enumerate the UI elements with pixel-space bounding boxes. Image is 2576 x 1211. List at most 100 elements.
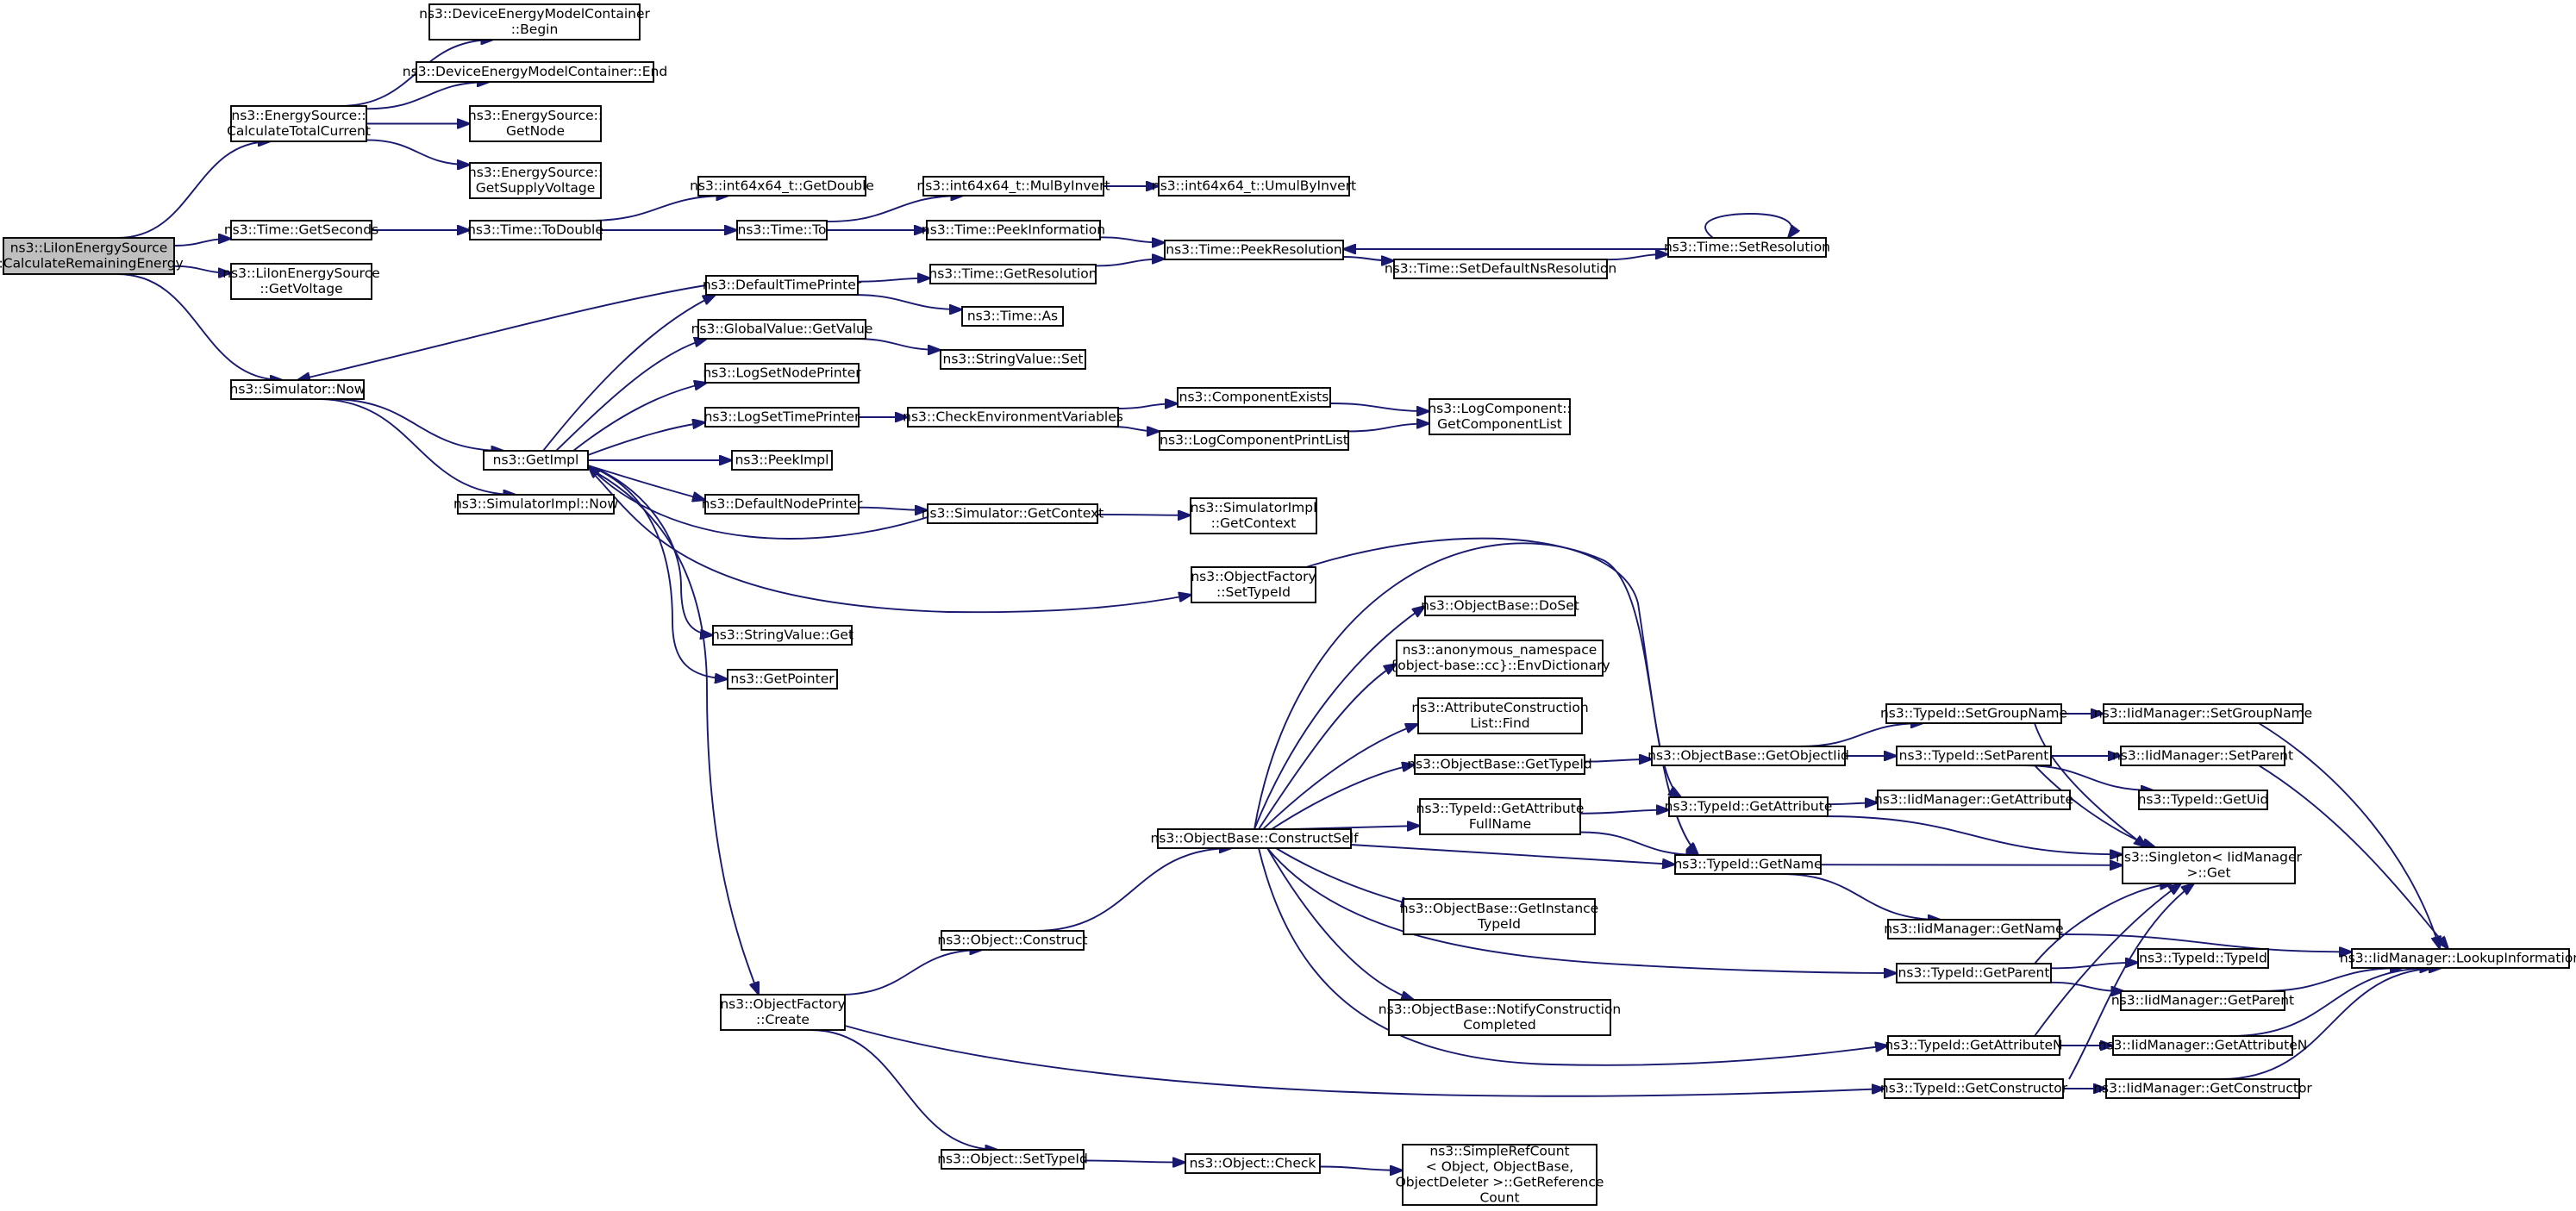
node-box <box>1896 746 2052 766</box>
node-box <box>1885 703 2062 724</box>
node-es_getsupply[interactable]: ns3::EnergySource::GetSupplyVoltage <box>468 162 603 199</box>
node-i64_mulbyinvert[interactable]: ns3::int64x64_t::MulByInvert <box>916 176 1110 197</box>
node-getpointer[interactable]: ns3::GetPointer <box>727 669 838 690</box>
node-of_settypeid[interactable]: ns3::ObjectFactory::SetTypeId <box>1191 566 1316 603</box>
edge-of_create-to-tid_getconstructor <box>844 1025 1885 1097</box>
node-logsetnodeprinter[interactable]: ns3::LogSetNodePrinter <box>703 363 861 384</box>
node-box <box>1185 1153 1321 1174</box>
node-time_peekinfo[interactable]: ns3::Time::PeekInformation <box>922 220 1105 240</box>
node-checkenv[interactable]: ns3::CheckEnvironmentVariables <box>903 407 1123 428</box>
node-ob_notifyconstruction[interactable]: ns3::ObjectBase::NotifyConstructionCompl… <box>1379 999 1621 1036</box>
node-box <box>705 275 859 296</box>
node-label-line: ns3::TypeId::GetAttribute <box>1665 799 1833 815</box>
edge-ob_constructself-to-tid_getparent <box>1266 847 1897 973</box>
node-es_calc[interactable]: ns3::EnergySource::CalculateTotalCurrent <box>227 105 371 142</box>
node-anon_envdict[interactable]: ns3::anonymous_namespace{object-base::cc… <box>1389 640 1610 677</box>
node-getimpl[interactable]: ns3::GetImpl <box>483 450 589 471</box>
node-time_getres[interactable]: ns3::Time::GetResolution <box>928 264 1097 284</box>
node-label-line: ::CalculateRemainingEnergy <box>0 256 184 272</box>
node-tid_getconstructor[interactable]: ns3::TypeId::GetConstructor <box>1880 1078 2068 1099</box>
node-tid_getattribute[interactable]: ns3::TypeId::GetAttribute <box>1665 796 1833 817</box>
node-obj_check[interactable]: ns3::Object::Check <box>1185 1153 1321 1174</box>
node-ob_getobjectiid[interactable]: ns3::ObjectBase::GetObjectIid <box>1648 746 1849 766</box>
node-i64_umulbyinvert[interactable]: ns3::int64x64_t::UmulByInvert <box>1152 176 1356 197</box>
node-compexists[interactable]: ns3::ComponentExists <box>1177 387 1331 408</box>
node-simimpl_now[interactable]: ns3::SimulatorImpl::Now <box>453 494 618 515</box>
node-gv_getvalue[interactable]: ns3::GlobalValue::GetValue <box>691 319 873 340</box>
node-demc_begin[interactable]: ns3::DeviceEnergyModelContainer::Begin <box>419 3 651 41</box>
node-label-line: ns3::TypeId::GetParent <box>1898 965 2050 981</box>
node-iid_getattribute[interactable]: ns3::IidManager::GetAttribute <box>1874 790 2073 810</box>
node-obj_construct[interactable]: ns3::Object::Construct <box>937 930 1088 951</box>
node-simimpl_getcontext[interactable]: ns3::SimulatorImpl::GetContext <box>1190 497 1317 534</box>
node-i64_getdouble[interactable]: ns3::int64x64_t::GetDouble <box>690 176 874 197</box>
node-of_create[interactable]: ns3::ObjectFactory::Create <box>720 994 846 1031</box>
node-iid_getname[interactable]: ns3::IidManager::GetName <box>1884 919 2064 939</box>
node-iid_setgroupname[interactable]: ns3::IidManager::SetGroupName <box>2094 703 2312 724</box>
node-peekimpl[interactable]: ns3::PeekImpl <box>731 450 833 471</box>
edge-ob_constructself-to-ob_gettypeid <box>1271 765 1415 830</box>
node-ob_doset[interactable]: ns3::ObjectBase::DoSet <box>1421 596 1579 616</box>
node-li_getvolt[interactable]: ns3::LiIonEnergySource::GetVoltage <box>222 263 380 300</box>
node-label-line: ns3::Time::ToDouble <box>467 222 603 238</box>
node-tid_getattributen[interactable]: ns3::TypeId::GetAttributeN <box>1885 1035 2063 1056</box>
node-time_setdefns[interactable]: ns3::Time::SetDefaultNsResolution <box>1385 259 1616 279</box>
edge-es_calc-to-es_getsupply <box>366 139 470 165</box>
node-time_peekres[interactable]: ns3::Time::PeekResolution <box>1164 240 1344 260</box>
node-time_todouble[interactable]: ns3::Time::ToDouble <box>467 220 603 240</box>
node-iid_getattributen[interactable]: ns3::IidManager::GetAttributeN <box>2098 1035 2308 1056</box>
node-ob_constructself[interactable]: ns3::ObjectBase::ConstructSelf <box>1150 828 1359 849</box>
node-iid_setparent[interactable]: ns3::IidManager::SetParent <box>2112 746 2293 766</box>
node-obj_settypeid[interactable]: ns3::Object::SetTypeId <box>937 1149 1088 1170</box>
node-label-line: ns3::GlobalValue::GetValue <box>691 321 873 337</box>
edge-ob_constructself-to-tid_getname <box>1350 844 1675 865</box>
node-logcomp_getlist[interactable]: ns3::LogComponent::GetComponentList <box>1428 398 1572 435</box>
node-time_as[interactable]: ns3::Time::As <box>961 306 1064 327</box>
node-iid_lookupinfo[interactable]: ns3::IidManager::LookupInformation <box>2340 948 2576 969</box>
node-demc_end[interactable]: ns3::DeviceEnergyModelContainer::End <box>403 61 667 83</box>
node-defaultnodeprinter[interactable]: ns3::DefaultNodePrinter <box>702 494 863 515</box>
node-iid_getparent[interactable]: ns3::IidManager::GetParent <box>2111 990 2294 1011</box>
node-iid_getconstructor[interactable]: ns3::IidManager::GetConstructor <box>2093 1078 2312 1099</box>
node-tid_setparent[interactable]: ns3::TypeId::SetParent <box>1896 746 2052 766</box>
node-box <box>1177 387 1331 408</box>
node-sv_set[interactable]: ns3::StringValue::Set <box>940 349 1086 370</box>
node-sv_get[interactable]: ns3::StringValue::Get <box>711 625 853 646</box>
node-label-line: ::SetTypeId <box>1216 584 1291 600</box>
node-ob_gettypeid[interactable]: ns3::ObjectBase::GetTypeId <box>1407 754 1592 775</box>
node-box <box>704 407 860 428</box>
node-box <box>1191 566 1316 603</box>
node-label-line: ns3::Time::To <box>738 222 827 238</box>
node-label-line: ns3::PeekImpl <box>735 453 829 468</box>
node-default_time_printer[interactable]: ns3::DefaultTimePrinter <box>703 275 862 296</box>
node-box <box>457 494 615 515</box>
node-tid_setgroupname[interactable]: ns3::TypeId::SetGroupName <box>1880 703 2067 724</box>
node-es_getnode[interactable]: ns3::EnergySource::GetNode <box>468 105 603 142</box>
node-tid_getparent[interactable]: ns3::TypeId::GetParent <box>1896 963 2052 983</box>
node-tid_getname[interactable]: ns3::TypeId::GetName <box>1673 854 1823 875</box>
node-singleton_get[interactable]: ns3::Singleton< IidManager>::Get <box>2116 846 2303 884</box>
node-tid_getuid[interactable]: ns3::TypeId::GetUid <box>2138 790 2269 810</box>
node-time_to[interactable]: ns3::Time::To <box>736 220 828 240</box>
node-time_getsec[interactable]: ns3::Time::GetSeconds <box>224 220 378 240</box>
node-sim_now[interactable]: ns3::Simulator::Now <box>230 379 366 400</box>
node-logcompprintlist[interactable]: ns3::LogComponentPrintList <box>1159 430 1349 451</box>
node-label-line: ns3::Time::GetSeconds <box>224 222 378 238</box>
node-box <box>927 503 1098 524</box>
node-root[interactable]: ns3::LiIonEnergySource::CalculateRemaini… <box>0 237 184 275</box>
edge-iid_getattributen-to-iid_lookupinfo <box>2230 968 2433 1037</box>
edge-ob_constructself-to-ob_getinstancetypeid <box>1275 847 1414 905</box>
node-tid_typeid[interactable]: ns3::TypeId::TypeId <box>2137 948 2269 969</box>
node-label-line: Completed <box>1463 1017 1536 1033</box>
node-box <box>1396 640 1604 677</box>
node-time_setres[interactable]: ns3::Time::SetResolution <box>1664 237 1830 258</box>
node-label-line: ns3::ObjectBase::DoSet <box>1421 598 1579 614</box>
node-box <box>704 494 860 515</box>
edge-compexists-to-logcomp_getlist <box>1329 403 1429 411</box>
node-logsettimeprinter[interactable]: ns3::LogSetTimePrinter <box>704 407 860 428</box>
node-simplerefcount[interactable]: ns3::SimpleRefCount< Object, ObjectBase,… <box>1396 1144 1604 1206</box>
node-sim_getcontext[interactable]: ns3::Simulator::GetContext <box>922 503 1104 524</box>
